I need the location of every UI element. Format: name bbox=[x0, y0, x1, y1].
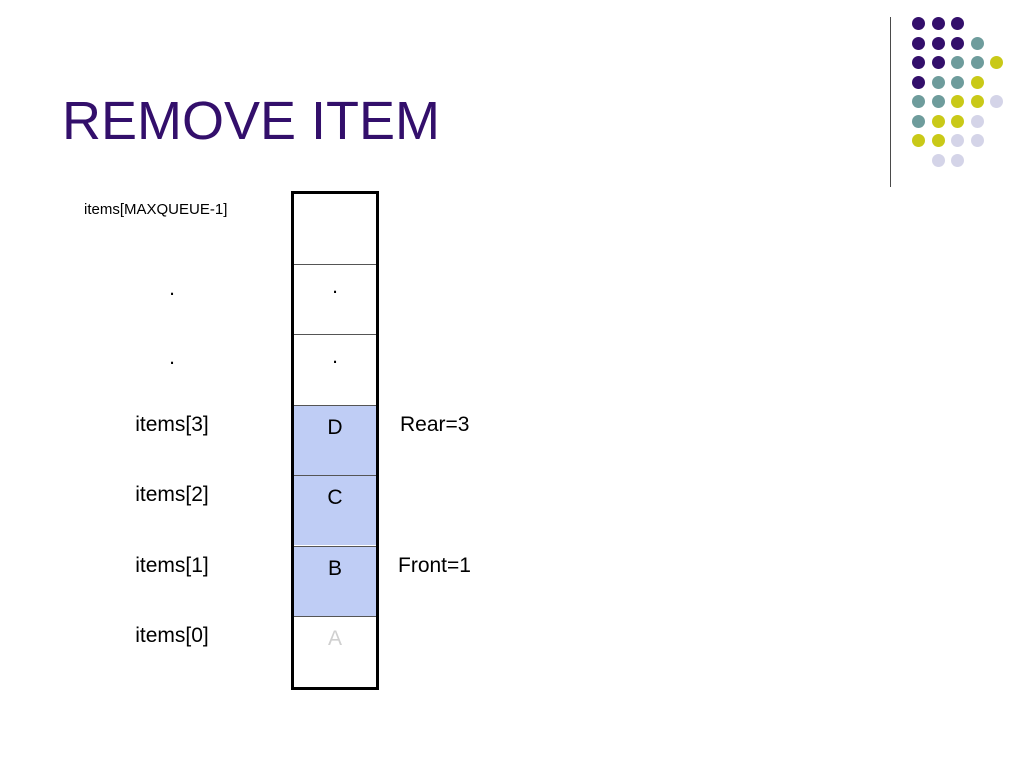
decorative-dot bbox=[951, 17, 964, 30]
queue-cell-1: B bbox=[294, 546, 376, 616]
decorative-dot bbox=[912, 36, 925, 50]
decorative-dot bbox=[931, 114, 945, 128]
decorative-dot bbox=[931, 36, 945, 50]
decorative-dot bbox=[951, 95, 964, 108]
decorative-dot bbox=[970, 114, 984, 128]
index-label-items-1: items[1] bbox=[135, 554, 209, 577]
decorative-dot bbox=[970, 56, 984, 69]
queue-cell-maxqueue bbox=[294, 194, 376, 264]
decorative-dot bbox=[931, 17, 945, 30]
decorative-dot bbox=[912, 56, 925, 69]
decorative-divider-line bbox=[890, 17, 891, 187]
decorative-dot bbox=[931, 95, 945, 108]
slide-title: REMOVE ITEM bbox=[62, 91, 441, 151]
queue-cell-0: A bbox=[294, 616, 376, 687]
index-label-items-0: items[0] bbox=[135, 624, 209, 647]
decorative-dot bbox=[912, 95, 925, 108]
index-label-ellipsis-lower: . bbox=[169, 346, 175, 369]
index-label-maxqueue: items[MAXQUEUE-1] bbox=[84, 201, 228, 218]
decorative-dot bbox=[970, 134, 984, 147]
decorative-dot bbox=[931, 134, 945, 147]
decorative-dot bbox=[912, 75, 925, 89]
decorative-dot bbox=[951, 153, 964, 167]
decorative-dot bbox=[951, 114, 964, 128]
decorative-dot bbox=[970, 75, 984, 89]
decorative-dot bbox=[912, 134, 925, 147]
queue-cell-2: C bbox=[294, 475, 376, 545]
decorative-dot bbox=[931, 75, 945, 89]
index-label-items-3: items[3] bbox=[135, 413, 209, 436]
decorative-dot bbox=[990, 56, 1003, 69]
queue-cell-3: D bbox=[294, 405, 376, 475]
decorative-dot bbox=[970, 95, 984, 108]
rear-pointer-label: Rear=3 bbox=[400, 413, 470, 436]
decorative-dot bbox=[990, 95, 1003, 108]
decorative-dot bbox=[912, 17, 925, 30]
queue-array: . . D C B A bbox=[291, 191, 379, 690]
decorative-dot bbox=[931, 56, 945, 69]
decorative-dot bbox=[931, 153, 945, 167]
decorative-dot bbox=[951, 56, 964, 69]
decorative-dot bbox=[970, 36, 984, 50]
index-label-items-2: items[2] bbox=[135, 483, 209, 506]
queue-cell-ellipsis-lower: . bbox=[294, 334, 376, 404]
decorative-dot bbox=[951, 75, 964, 89]
decorative-dot bbox=[912, 114, 925, 128]
front-pointer-label: Front=1 bbox=[398, 554, 471, 577]
decorative-dot bbox=[951, 134, 964, 147]
index-label-ellipsis-upper: . bbox=[169, 277, 175, 300]
queue-cell-ellipsis-upper: . bbox=[294, 264, 376, 334]
decorative-dot bbox=[951, 36, 964, 50]
